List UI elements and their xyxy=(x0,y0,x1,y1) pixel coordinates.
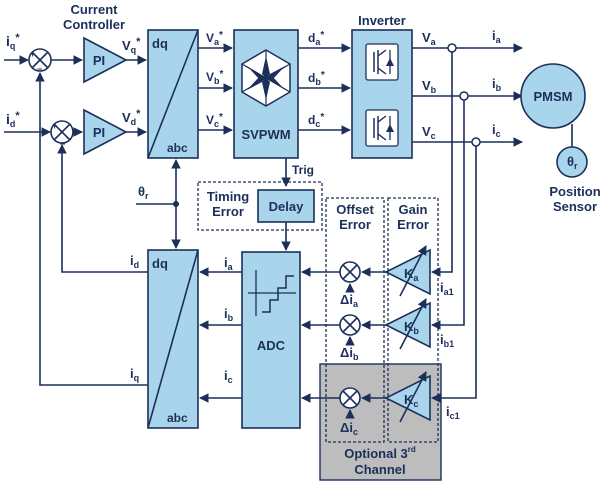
svg-text:−: − xyxy=(37,64,42,74)
gain-kc-label: Kc xyxy=(404,392,418,409)
optional-channel-label-1: Optional 3rd xyxy=(344,445,416,461)
position-sensor-theta: θr xyxy=(567,154,578,171)
sense-point-a xyxy=(447,43,457,53)
iq-feedback-line xyxy=(35,72,148,386)
va-label: Va xyxy=(422,30,437,47)
gain-kb-adjust xyxy=(399,298,427,350)
svg-text:+: + xyxy=(30,49,35,59)
delta-ib-label: Δib xyxy=(340,345,359,362)
abc-to-dq-diagonal xyxy=(147,249,199,429)
adc-transfer-icon xyxy=(248,270,296,316)
offset-error-label-1: Offset xyxy=(336,202,374,217)
iq-feedback-label: iq xyxy=(130,366,139,383)
sense-point-c xyxy=(471,137,481,147)
ib1-sense-line xyxy=(431,100,465,330)
timing-error-box xyxy=(197,181,323,231)
position-sensor-label-1: Position xyxy=(549,184,600,199)
sum-junction-d: + − xyxy=(50,120,74,149)
optional-channel-label-2: Channel xyxy=(354,462,405,477)
igbt-bottom-icon xyxy=(365,109,399,147)
pmsm-label: PMSM xyxy=(534,89,573,104)
da-star-label: da* xyxy=(308,30,324,47)
abc-to-dq-abc-label: abc xyxy=(167,411,188,425)
id-feedback-label: id xyxy=(130,253,139,270)
vd-star-label: Vd* xyxy=(122,108,141,127)
id-feedback-line xyxy=(57,144,148,273)
delay-block xyxy=(257,189,315,223)
ib-label: ib xyxy=(492,76,502,93)
ia1-label: ia1 xyxy=(440,280,454,297)
gain-error-box xyxy=(387,197,439,443)
dc-star-label: dc* xyxy=(308,112,324,129)
inverter-title: Inverter xyxy=(358,13,406,28)
current-controller-title: Current xyxy=(71,2,119,17)
adc-ic-label: ic xyxy=(224,368,233,385)
pi-d-label: PI xyxy=(93,125,105,140)
svpwm-label: SVPWM xyxy=(241,127,290,142)
delta-ia-label: Δia xyxy=(340,292,359,309)
ic1-label: ic1 xyxy=(446,404,460,421)
theta-r-label: θr xyxy=(138,184,149,201)
gain-ka-label: Ka xyxy=(404,266,419,283)
gain-error-label-1: Gain xyxy=(399,202,428,217)
offset-sum-a xyxy=(339,261,361,283)
svpwm-hexagon-icon xyxy=(241,49,291,107)
vc-label: Vc xyxy=(422,124,436,141)
db-star-label: db* xyxy=(308,70,325,87)
pi-block-q xyxy=(83,36,128,84)
abc-to-dq-dq-label: dq xyxy=(152,256,168,271)
ic-label: ic xyxy=(492,122,501,139)
timing-error-label-1: Timing xyxy=(207,189,249,204)
offset-error-label-2: Error xyxy=(339,217,371,232)
delta-ic-label: Δic xyxy=(340,420,358,437)
adc-ib-label: ib xyxy=(224,306,234,323)
dq-to-abc-dq-label: dq xyxy=(152,36,168,51)
dq-to-abc-diagonal xyxy=(147,29,199,159)
igbt-top-icon xyxy=(365,43,399,81)
gain-kc-adjust xyxy=(399,371,427,423)
svg-text:+: + xyxy=(52,121,57,131)
offset-error-box xyxy=(325,197,385,443)
dq-to-abc-abc-label: abc xyxy=(167,141,188,155)
ib1-label: ib1 xyxy=(440,332,454,349)
vb-label: Vb xyxy=(422,78,437,95)
current-controller-title-2: Controller xyxy=(63,17,125,32)
timing-error-label-2: Error xyxy=(212,204,244,219)
adc-ia-label: ia xyxy=(224,255,234,272)
ia-label: ia xyxy=(492,28,502,45)
gain-kb-label: Kb xyxy=(404,319,419,336)
pi-block-d xyxy=(83,108,128,156)
ic1-sense-line xyxy=(431,146,477,403)
offset-sum-b xyxy=(339,314,361,336)
svg-text:−: − xyxy=(60,139,65,149)
iq-star-label: iq* xyxy=(6,32,20,51)
adc-block xyxy=(241,251,301,429)
vq-star-label: Vq* xyxy=(122,36,141,55)
vc-star-label: Vc* xyxy=(206,112,223,129)
gain-ka-adjust xyxy=(399,245,427,297)
gain-error-label-2: Error xyxy=(397,217,429,232)
pi-q-label: PI xyxy=(93,53,105,68)
position-sensor xyxy=(556,146,588,178)
sum-junction-q: + − xyxy=(28,48,52,74)
offset-sum-c xyxy=(339,387,361,409)
ia1-sense-line xyxy=(431,52,453,277)
va-star-label: Va* xyxy=(206,30,223,47)
vb-star-label: Vb* xyxy=(206,69,224,86)
pmsm-motor xyxy=(520,63,586,129)
adc-label: ADC xyxy=(257,338,286,353)
sense-point-b xyxy=(459,91,469,101)
delay-label: Delay xyxy=(269,199,304,214)
id-star-label: id* xyxy=(6,110,20,129)
trig-label: Trig xyxy=(292,163,314,177)
position-sensor-label-2: Sensor xyxy=(553,199,597,214)
